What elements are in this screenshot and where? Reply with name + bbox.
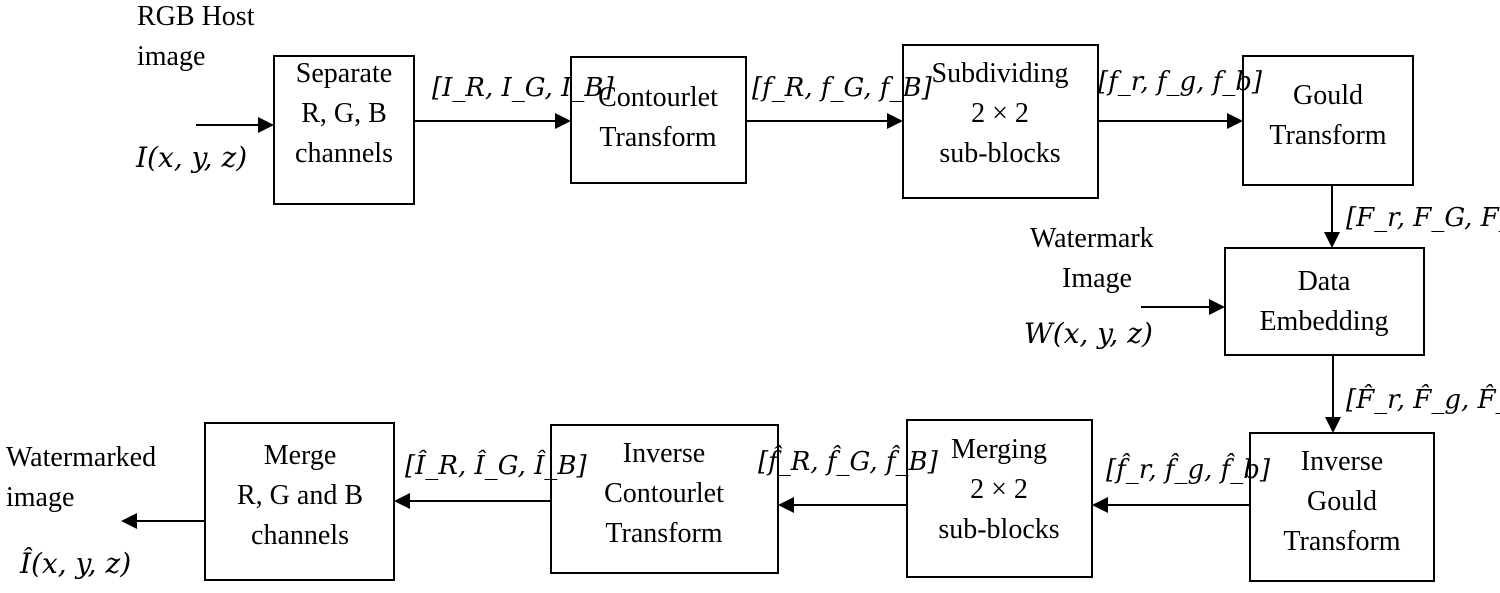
merge-label-3: channels	[251, 520, 349, 551]
subdividing-label-2: 2 × 2	[971, 98, 1029, 129]
arrow-watermarked-output	[121, 513, 205, 529]
contourlet-transform-block: Contourlet Transform	[570, 56, 747, 184]
signal-channels: [I_R, I_G, I_B]	[432, 73, 615, 103]
contourlet-label-1: Contourlet	[598, 82, 718, 113]
separate-label-3: channels	[295, 138, 393, 169]
arrow-subdividing-to-gould	[1098, 113, 1243, 129]
watermark-image-symbol: W(x, y, z)	[1024, 317, 1153, 350]
inverse-contourlet-label-1: Inverse	[623, 438, 705, 469]
host-image-symbol: I(x, y, z)	[135, 141, 247, 174]
embedding-label-2: Embedding	[1259, 306, 1388, 337]
arrow-gould-to-embedding	[1324, 185, 1340, 248]
inverse-contourlet-block: Inverse Contourlet Transform	[550, 424, 779, 574]
data-embedding-block: Data Embedding	[1224, 247, 1425, 356]
inverse-contourlet-label-3: Transform	[605, 518, 722, 549]
gould-label-2: Transform	[1269, 120, 1386, 151]
arrow-watermark-input	[1141, 299, 1225, 315]
gould-label-1: Gould	[1293, 80, 1363, 111]
arrow-merging-to-inverse-contourlet	[778, 497, 907, 513]
merging-block: Merging 2 × 2 sub-blocks	[906, 419, 1093, 578]
merging-label-1: Merging	[951, 434, 1047, 465]
inverse-gould-block: Inverse Gould Transform	[1249, 432, 1435, 582]
watermarked-image-label-2: image	[6, 482, 74, 513]
signal-inverse-gould-out: [f̂_r, f̂_g, f̂_b]	[1106, 453, 1271, 485]
arrow-contourlet-to-subdividing	[746, 113, 903, 129]
arrow-inverse-gould-to-merging	[1092, 497, 1250, 513]
gould-transform-block: Gould Transform	[1242, 55, 1414, 186]
separate-channels-block: Separate R, G, B channels	[273, 55, 415, 205]
arrow-host-input	[196, 117, 274, 133]
merge-channels-block: Merge R, G and B channels	[204, 422, 395, 581]
inverse-gould-label-1: Inverse	[1301, 446, 1383, 477]
subdividing-label-1: Subdividing	[932, 58, 1069, 89]
watermark-image-label-2: Image	[1062, 263, 1132, 294]
arrow-inverse-contourlet-to-merge	[394, 493, 551, 509]
signal-subblocks: [f_r, f_g, f_b]	[1098, 67, 1263, 97]
inverse-contourlet-label-2: Contourlet	[604, 478, 724, 509]
signal-merged-out: [f̂_R, f̂_G, f̂_B]	[758, 445, 939, 477]
host-image-label-1: RGB Host	[137, 1, 255, 32]
watermarked-image-symbol: Î(x, y, z)	[19, 547, 131, 580]
signal-contourlet-coeffs: [f_R, f_G, f_B]	[752, 73, 933, 103]
separate-label-2: R, G, B	[301, 98, 387, 129]
signal-embedded-coeffs: [F̂_r, F̂_g, F̂_b]	[1346, 384, 1500, 415]
separate-label-1: Separate	[296, 58, 392, 89]
subdividing-block: Subdividing 2 × 2 sub-blocks	[902, 44, 1099, 199]
arrow-embedding-to-inverse-gould	[1325, 355, 1341, 433]
inverse-gould-label-3: Transform	[1283, 526, 1400, 557]
merge-label-2: R, G and B	[237, 480, 363, 511]
host-image-label-2: image	[137, 41, 205, 72]
subdividing-label-3: sub-blocks	[939, 138, 1060, 169]
merging-label-2: 2 × 2	[970, 474, 1028, 505]
arrow-separate-to-contourlet	[414, 113, 571, 129]
merge-label-1: Merge	[264, 440, 337, 471]
inverse-gould-label-2: Gould	[1307, 486, 1377, 517]
signal-gould-coeffs: [F_r, F_G, F_B]	[1346, 203, 1500, 233]
watermarked-image-label-1: Watermarked	[6, 442, 156, 473]
embedding-label-1: Data	[1298, 266, 1351, 297]
signal-inverse-contourlet-out: [Î_R, Î_G, Î_B]	[405, 449, 588, 481]
watermark-image-label-1: Watermark	[1030, 223, 1154, 254]
contourlet-label-2: Transform	[599, 122, 716, 153]
merging-label-3: sub-blocks	[938, 514, 1059, 545]
